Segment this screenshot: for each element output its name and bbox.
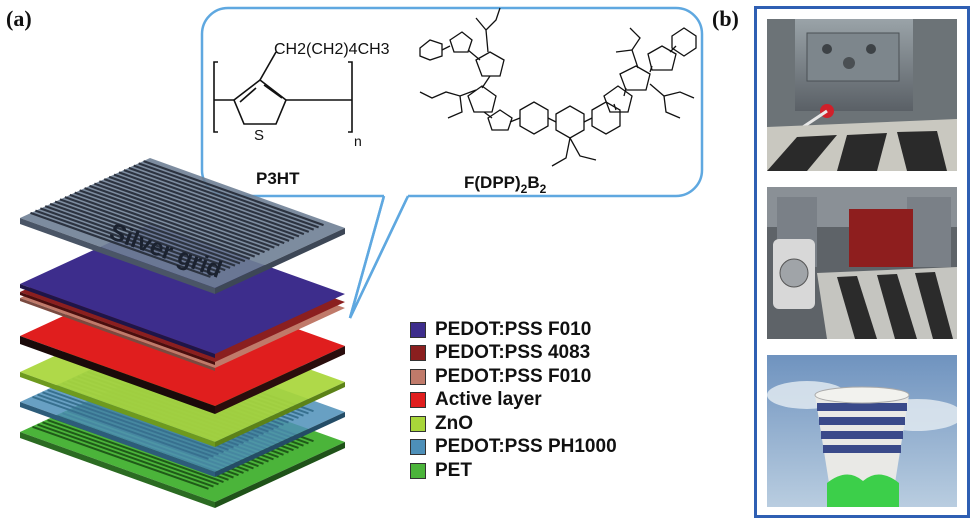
legend-label: PEDOT:PSS PH1000 [435,436,617,458]
stripe-line [74,191,256,258]
stripe-line [64,196,246,263]
stripe-line [30,211,211,278]
slot-die-coater-photo [767,19,957,171]
fdpp2b2-structure [419,7,697,167]
stripe-line [47,419,224,483]
stripe-line [79,189,260,256]
stripe-line [44,205,226,272]
stripe-line [84,187,265,254]
panel-label-b: (b) [712,6,739,31]
legend-swatch [410,462,426,479]
stripe-line [103,178,285,245]
stripe-line [37,423,214,488]
stripe-line [42,391,219,456]
p3ht-label: P3HT [256,169,300,188]
p3ht-sulfur: S [254,127,264,144]
panel-label-a: (a) [6,6,32,31]
legend-item: PEDOT:PSS F010 [410,365,617,389]
legend-label: ZnO [435,412,473,434]
stripe-line [138,162,319,229]
stripe-line [133,164,315,231]
stripe-line [143,160,324,227]
legend-swatch [410,415,426,432]
flexible-module-photo [767,355,957,507]
stripe-line [59,198,241,265]
device-stack-diagram: S n CH2(CH2)4CH3 P3HT [20,6,704,508]
stripe-line [69,193,251,260]
legend-item: PEDOT:PSS 4083 [410,342,617,366]
roll-to-roll-photo [767,187,957,339]
legend-label: PEDOT:PSS F010 [435,365,592,387]
legend-swatch [410,439,426,456]
stripe-line [113,173,295,240]
stripe-line [89,184,270,251]
layer-silver-grid [20,158,345,294]
legend-swatch [410,368,426,385]
stripe-line [39,207,221,274]
layer-f010-top [20,224,345,358]
legend-item: PET [410,459,617,483]
stripe-line [47,389,224,453]
p3ht-side-chain: CH2(CH2)4CH3 [274,41,390,58]
stripe-line [128,166,310,233]
stripe-line [37,393,214,458]
fdpp2b2-label: F(DPP)2B2 [464,173,547,196]
stripe-line [123,169,305,236]
legend-label: PEDOT:PSS 4083 [435,342,591,364]
layer-legend: PEDOT:PSS F010 PEDOT:PSS 4083 PEDOT:PSS … [410,318,617,483]
legend-item: PEDOT:PSS F010 [410,318,617,342]
stripe-line [49,202,231,269]
legend-swatch [410,392,426,409]
stripe-line [32,425,209,490]
photo-panel [754,6,970,518]
legend-item: PEDOT:PSS PH1000 [410,436,617,460]
legend-label: PEDOT:PSS F010 [435,318,592,340]
stripe-line [94,182,275,249]
legend-swatch [410,345,426,362]
legend-label: PET [435,459,472,481]
p3ht-repeat-n: n [354,133,362,149]
stripe-line [42,421,219,486]
legend-item: ZnO [410,412,617,436]
stripe-line [32,395,209,460]
stripe-line [35,209,216,276]
molecule-callout [200,6,704,319]
stripe-line [108,175,290,242]
legend-swatch [410,321,426,338]
stripe-line [54,200,236,267]
stripe-line [98,180,280,247]
legend-label: Active layer [435,389,542,411]
p3ht-structure [213,51,353,133]
stripe-line [118,171,300,238]
legend-item: Active layer [410,389,617,413]
